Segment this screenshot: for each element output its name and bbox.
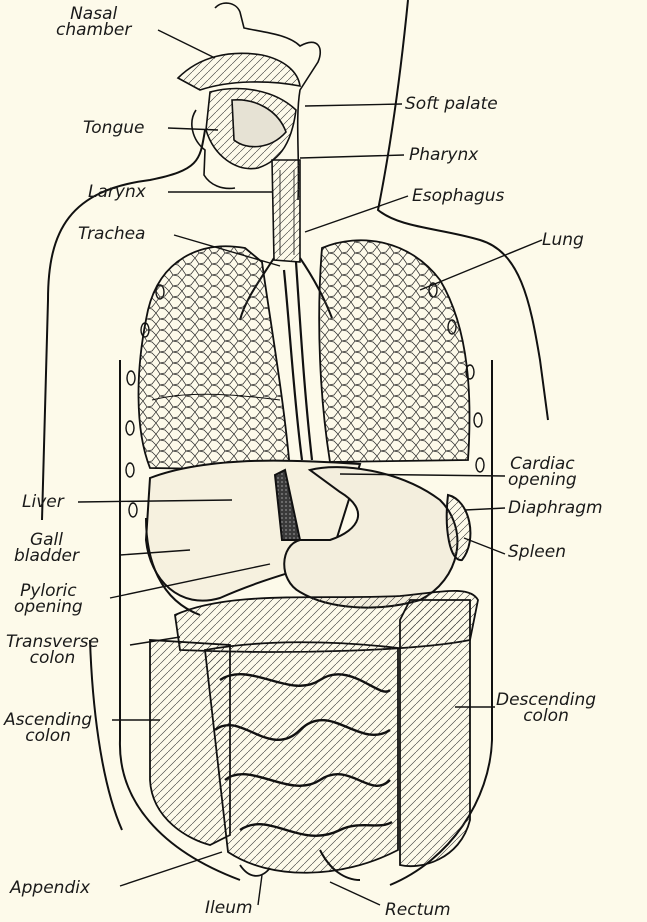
label-transverse-colon: Transverse colon: [6, 634, 99, 666]
label-nasal-chamber: Nasal chamber: [56, 6, 131, 38]
label-pyloric-opening: Pyloric opening: [14, 583, 83, 615]
label-spleen: Spleen: [508, 544, 566, 560]
label-ascending-colon: Ascending colon: [4, 712, 92, 744]
label-ileum: Ileum: [205, 900, 253, 916]
label-trachea: Trachea: [78, 226, 145, 242]
lungs: [138, 240, 469, 470]
label-diaphragm: Diaphragm: [508, 500, 603, 516]
label-cardiac-opening: Cardiac opening: [508, 456, 577, 488]
label-appendix: Appendix: [10, 880, 90, 896]
label-tongue: Tongue: [83, 120, 144, 136]
label-rectum: Rectum: [385, 902, 451, 918]
label-soft-palate: Soft palate: [405, 96, 498, 112]
label-gall-bladder: Gall bladder: [14, 532, 79, 564]
intestines: [150, 591, 478, 880]
label-lung: Lung: [542, 232, 584, 248]
label-descending-colon: Descending colon: [496, 692, 596, 724]
label-larynx: Larynx: [88, 184, 146, 200]
label-liver: Liver: [22, 494, 64, 510]
label-esophagus: Esophagus: [412, 188, 504, 204]
label-pharynx: Pharynx: [409, 147, 478, 163]
